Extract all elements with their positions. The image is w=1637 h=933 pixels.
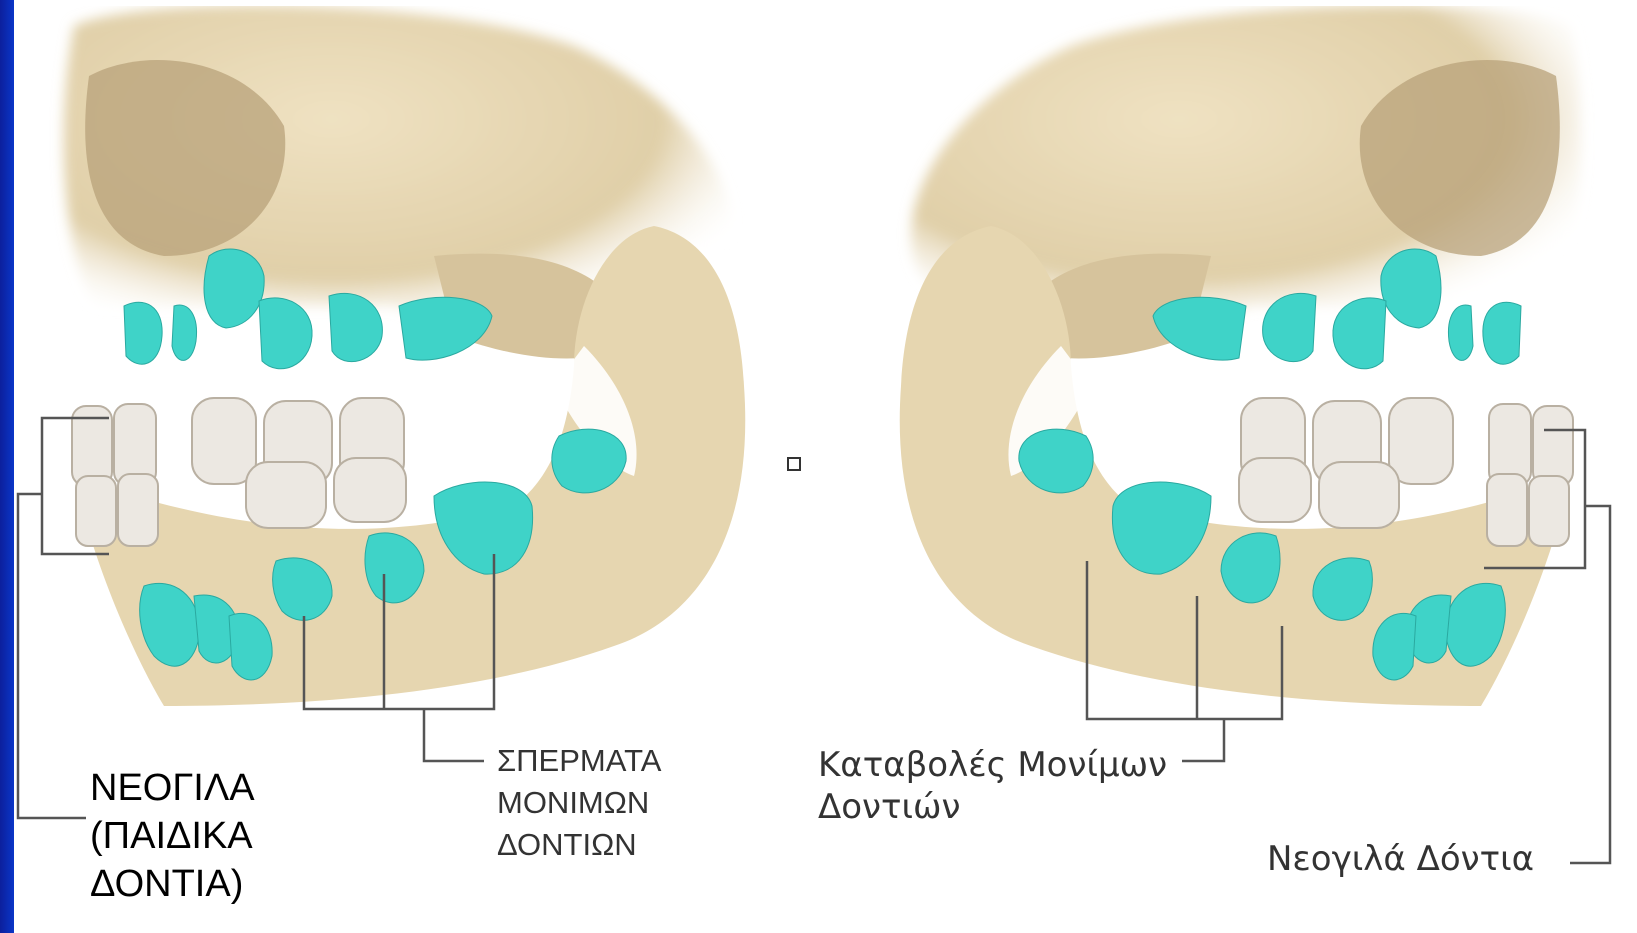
- small-square-icon: [787, 457, 801, 471]
- right-primary-leader: [1570, 506, 1610, 863]
- diagram-canvas: ΝΕΟΓΙΛΑ (ΠΑΙΔΙΚΑ ΔΟΝΤΙΑ) ΣΠΕΡΜΑΤΑ ΜΟΝΙΜΩ…: [14, 6, 1631, 927]
- left-permanent-buds-label: ΣΠΕΡΜΑΤΑ ΜΟΝΙΜΩΝ ΔΟΝΤΙΩΝ: [497, 740, 661, 866]
- right-skull: [900, 6, 1582, 706]
- left-primary-teeth-label: ΝΕΟΓΙΛΑ (ΠΑΙΔΙΚΑ ΔΟΝΤΙΑ): [90, 764, 255, 908]
- right-primary-teeth-label: Νεογιλά Δόντια: [1267, 839, 1534, 879]
- left-primary-leader: [18, 494, 86, 818]
- left-skull: [64, 6, 746, 706]
- right-permanent-buds-label: Καταβολές Μονίμων Δοντιών: [818, 744, 1167, 828]
